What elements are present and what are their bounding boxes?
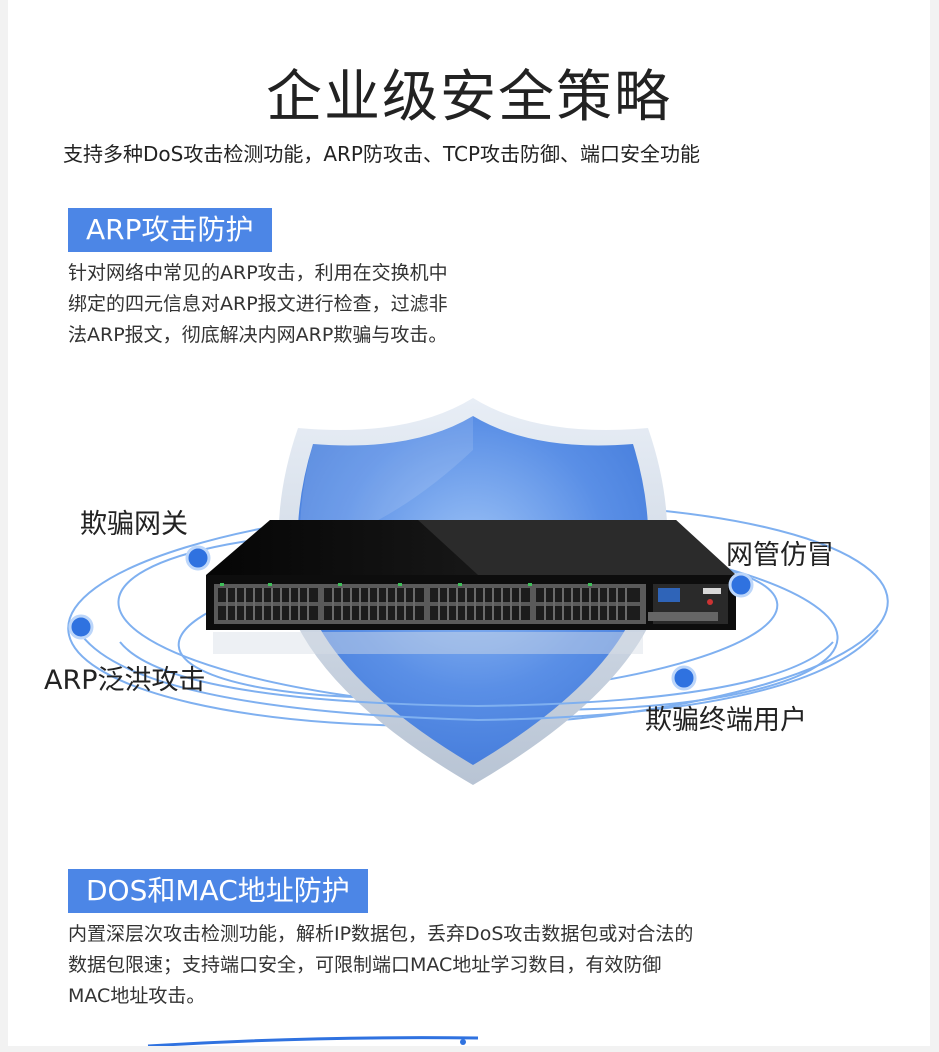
attack-nodes [68,545,754,691]
arp-desc-line-3: 法ARP报文，彻底解决内网ARP欺骗与攻击。 [68,324,448,346]
node-user [671,665,697,691]
arp-attack-diagram: 欺骗网关 网管仿冒 ARP泛洪攻击 欺骗终端用户 [8,380,930,820]
network-switch-icon [206,520,736,654]
next-section-graphic-edge [147,1036,479,1046]
node-gateway [185,545,211,571]
dos-desc-line-1: 内置深层次攻击检测功能，解析IP数据包，丢弃DoS攻击数据包或对合法的 [68,923,694,945]
dos-section-label: DOS和MAC地址防护 [68,869,368,913]
node-flood [68,614,94,640]
label-gateway-spoof: 欺骗网关 [80,509,188,540]
dos-desc-line-2: 数据包限速；支持端口安全，可限制端口MAC地址学习数目，有效防御 [68,954,662,976]
node-admin [728,572,754,598]
arp-desc-line-2: 绑定的四元信息对ARP报文进行检查，过滤非 [68,293,448,315]
page-subtitle: 支持多种DoS攻击检测功能，ARP防攻击、TCP攻击防御、端口安全功能 [63,142,701,166]
label-user-spoof: 欺骗终端用户 [645,705,807,736]
arp-section-label: ARP攻击防护 [68,208,272,252]
arp-desc-line-1: 针对网络中常见的ARP攻击，利用在交换机中 [68,262,448,284]
arp-section-description: 针对网络中常见的ARP攻击，利用在交换机中 绑定的四元信息对ARP报文进行检查，… [68,258,448,351]
orbit-front-arcs [77,629,879,722]
page-title: 企业级安全策略 [266,65,672,130]
diagram-graphic [67,398,889,785]
dos-section-description: 内置深层次攻击检测功能，解析IP数据包，丢弃DoS攻击数据包或对合法的 数据包限… [68,919,693,1012]
label-admin-spoof: 网管仿冒 [726,540,834,571]
label-arp-flood: ARP泛洪攻击 [44,665,206,696]
page: 企业级安全策略 支持多种DoS攻击检测功能，ARP防攻击、TCP攻击防御、端口安… [8,0,930,1046]
dos-desc-line-3: MAC地址攻击。 [68,985,206,1007]
